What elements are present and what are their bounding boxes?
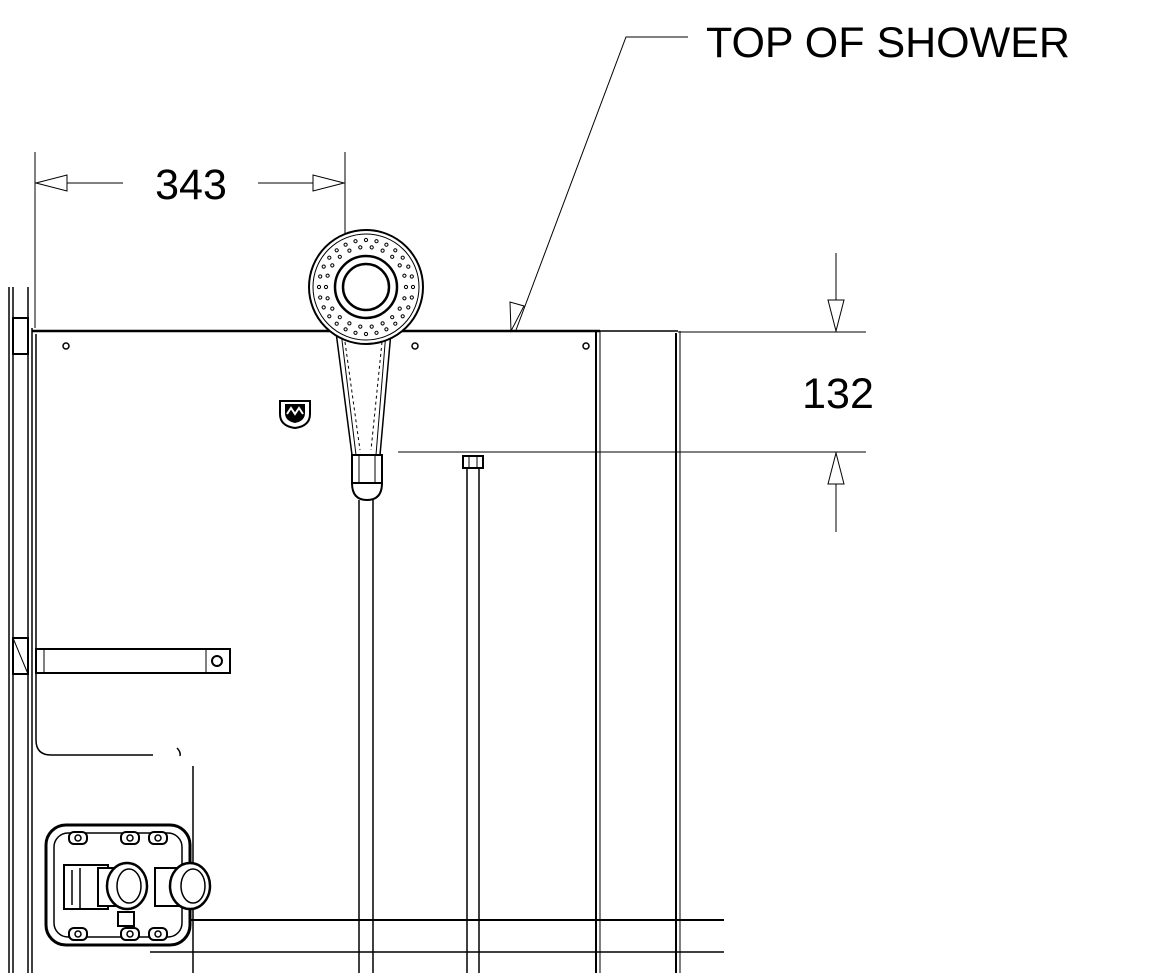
slide-rail [462, 455, 484, 973]
spray-hole [369, 245, 374, 250]
valve-bolt-hole [154, 834, 162, 842]
spray-hole [334, 321, 339, 326]
spray-hole [374, 239, 379, 244]
dim-132-label: 132 [802, 370, 874, 418]
spray-hole [393, 321, 398, 326]
spray-hole [358, 324, 363, 329]
spray-hole [325, 273, 330, 278]
spray-hole [390, 254, 395, 259]
spray-hole [330, 306, 335, 311]
callout-leader [515, 36, 688, 331]
spray-hole [347, 321, 352, 326]
shower-hose [358, 500, 374, 973]
spray-hole [334, 248, 339, 253]
spray-hole [406, 305, 411, 310]
spray-hole [402, 296, 407, 301]
spray-hole [380, 248, 385, 253]
shield-logo-icon [279, 400, 311, 430]
dim-343-arrow-left [35, 174, 68, 192]
spray-hole [323, 284, 329, 290]
spray-hole [363, 237, 369, 243]
handset-holder [351, 454, 383, 484]
spray-hole [397, 263, 402, 268]
wall-bracket-top [12, 317, 29, 355]
spray-hole [406, 264, 411, 269]
spray-hole [400, 255, 405, 260]
soap-shelf [35, 648, 231, 674]
spray-hole [318, 295, 323, 300]
spray-hole [409, 295, 414, 300]
spray-hole [318, 274, 323, 279]
dim-132-arrow-top [827, 299, 845, 332]
panel-screw [411, 342, 419, 350]
dim-132-arrow-bottom [827, 452, 845, 485]
valve-bolt-hole [126, 930, 134, 938]
dimension-343: 343 [34, 152, 346, 328]
spray-hole [393, 248, 398, 253]
dim-343-arrow-right [312, 174, 345, 192]
valve-bolt-hole [74, 930, 82, 938]
dimension-132: 132 [398, 253, 874, 532]
spray-hole [327, 255, 332, 260]
spray-hole [403, 284, 409, 290]
spray-hole [325, 296, 330, 301]
spray-hole [374, 330, 379, 335]
spray-hole [337, 315, 342, 320]
spray-hole [353, 330, 358, 335]
bottom-pipes [150, 919, 724, 953]
spray-hole [343, 242, 348, 247]
spray-hole [390, 315, 395, 320]
spray-hole [343, 327, 348, 332]
spray-hole [402, 273, 407, 278]
callout-label: TOP OF SHOWER [706, 19, 1070, 67]
panel-screw [582, 342, 590, 350]
panel-screw [62, 342, 70, 350]
spray-hole [384, 327, 389, 332]
spray-hole [369, 324, 374, 329]
valve-bolt-hole [154, 930, 162, 938]
spray-hole [380, 321, 385, 326]
top-of-shower-callout: TOP OF SHOWER [509, 19, 1070, 333]
spray-hole [410, 284, 416, 290]
valve-bolt-hole [126, 834, 134, 842]
left-wall [8, 287, 33, 973]
spray-hole [337, 254, 342, 259]
mixer-valve-icon [44, 823, 212, 947]
right-column [595, 330, 681, 973]
spray-hole [321, 264, 326, 269]
spray-hole [353, 239, 358, 244]
spray-hole [327, 314, 332, 319]
spray-hole [400, 314, 405, 319]
valve-bolt-hole [74, 834, 82, 842]
spray-hole [330, 263, 335, 268]
shower-head-icon [308, 229, 424, 502]
spray-hole [397, 306, 402, 311]
spray-hole [316, 284, 322, 290]
spray-holes [316, 237, 416, 337]
spray-hole [363, 331, 369, 337]
spray-hole [347, 248, 352, 253]
callout-arrowhead [509, 301, 525, 333]
valve-bolts [68, 831, 168, 941]
spray-hole [321, 305, 326, 310]
rail-cap [462, 455, 484, 469]
spray-hole [409, 274, 414, 279]
spray-hole [358, 245, 363, 250]
dim-343-label: 343 [155, 161, 227, 209]
spray-hole [384, 242, 389, 247]
